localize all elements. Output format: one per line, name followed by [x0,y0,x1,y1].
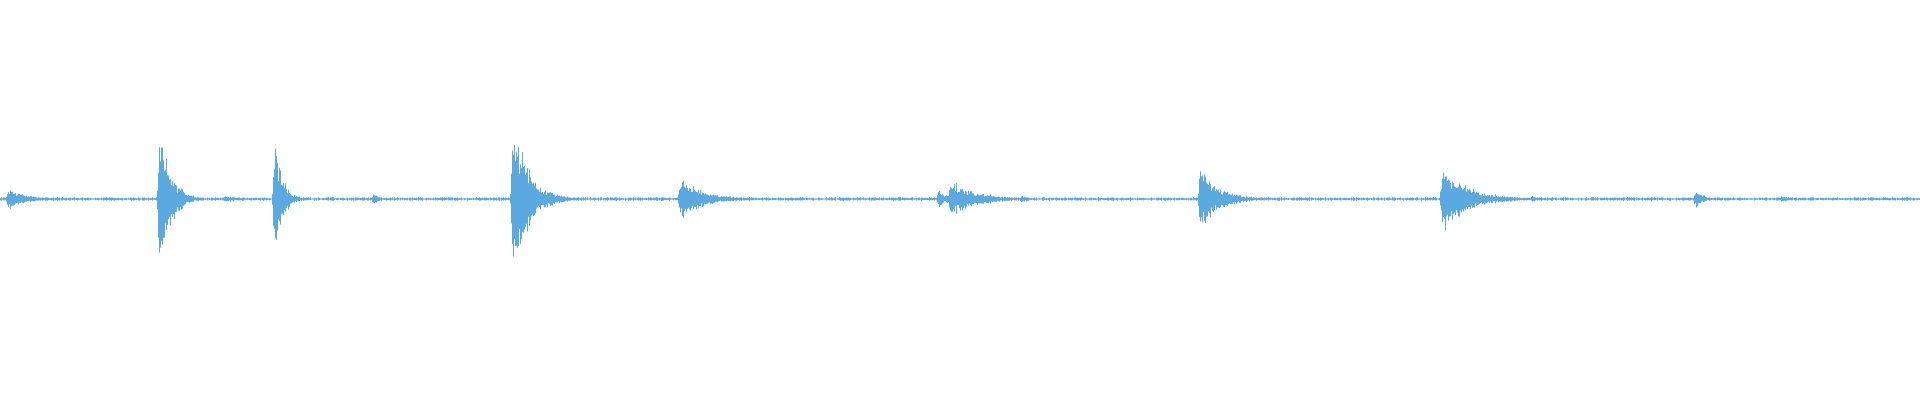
waveform-bars [0,145,1920,257]
